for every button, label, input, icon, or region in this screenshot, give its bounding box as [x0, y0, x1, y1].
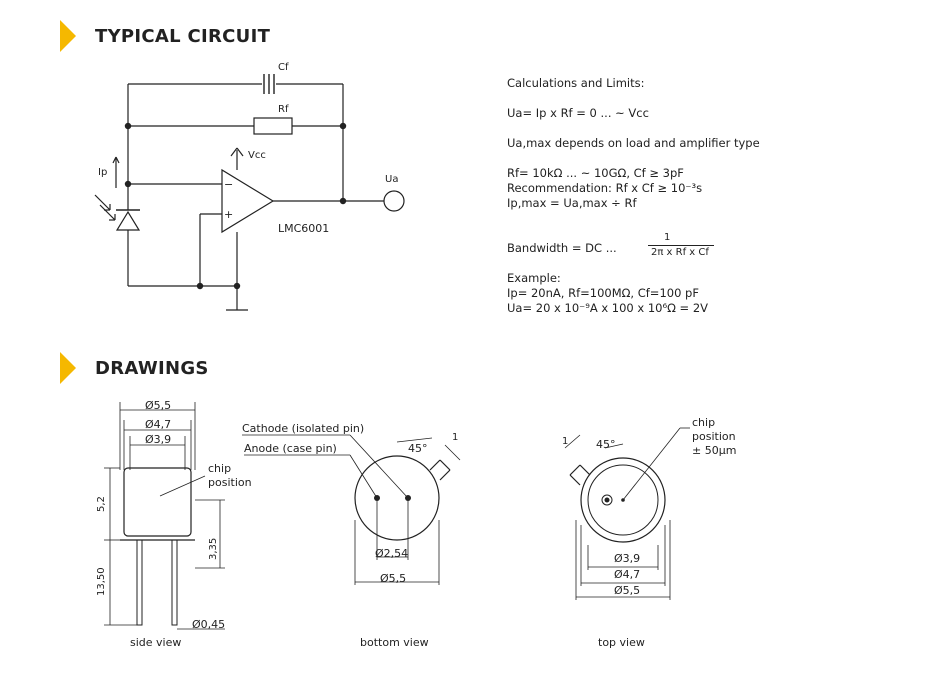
bandwidth-label: Bandwidth = DC ...: [507, 241, 617, 255]
side-h335: 3,35: [208, 538, 219, 560]
yellow-arrow-icon: [60, 20, 76, 52]
cf-label: Cf: [278, 62, 289, 73]
side-d47: Ø4,7: [145, 418, 171, 431]
side-h1350: 13,50: [96, 567, 107, 596]
top-one: 1: [562, 436, 568, 447]
top-d55: Ø5,5: [614, 584, 640, 597]
anode-label: Anode (case pin): [244, 442, 337, 455]
side-d55: Ø5,5: [145, 399, 171, 412]
section-title: TYPICAL CIRCUIT: [95, 26, 271, 47]
calc-heading: Calculations and Limits:: [507, 76, 645, 90]
svg-text:−: −: [224, 178, 233, 191]
side-view-drawing: Ø5,5 Ø4,7 Ø3,9 chip position 5,2 13,50 3…: [96, 399, 252, 649]
opamp-label: LMC6001: [278, 222, 329, 235]
bandwidth-denominator: 2π x Rf x Cf: [651, 247, 709, 258]
top-caption: top view: [598, 636, 645, 649]
rf-label: Rf: [278, 104, 289, 115]
top-d39: Ø3,9: [614, 552, 640, 565]
bottom-angle: 45°: [408, 442, 428, 455]
side-caption: side view: [130, 636, 181, 649]
side-position: position: [208, 476, 252, 489]
calc-line: Ip,max = Ua,max ÷ Rf: [507, 196, 637, 210]
yellow-arrow-icon: [60, 352, 76, 384]
side-h52: 5,2: [96, 496, 107, 512]
circuit-diagram: − + Cf Rf Vcc Ip Ua LMC6001: [94, 62, 405, 311]
top-d47: Ø4,7: [614, 568, 640, 581]
top-angle: 45°: [596, 438, 616, 451]
bottom-one: 1: [452, 432, 458, 443]
cathode-label: Cathode (isolated pin): [242, 422, 364, 435]
ua-label: Ua: [385, 174, 398, 185]
calc-line: Recommendation: Rf x Cf ≥ 10⁻³s: [507, 181, 703, 195]
top-position: position: [692, 430, 736, 443]
vcc-label: Vcc: [248, 150, 266, 161]
fraction-bar: [648, 245, 714, 246]
top-tolerance: ± 50μm: [692, 444, 736, 457]
svg-text:+: +: [224, 208, 233, 221]
top-chip: chip: [692, 416, 715, 429]
example-line: Ip= 20nA, Rf=100MΩ, Cf=100 pF: [507, 286, 699, 300]
section-title: DRAWINGS: [95, 358, 209, 379]
bottom-d55: Ø5,5: [380, 572, 406, 585]
calc-line: Rf= 10kΩ ... ~ 10GΩ, Cf ≥ 3pF: [507, 166, 684, 180]
ip-label: Ip: [98, 167, 107, 178]
calc-line: Ua,max depends on load and amplifier typ…: [507, 136, 760, 150]
bottom-caption: bottom view: [360, 636, 429, 649]
example-heading: Example:: [507, 271, 561, 285]
side-d39: Ø3,9: [145, 433, 171, 446]
side-chip: chip: [208, 462, 231, 475]
example-line: Ua= 20 x 10⁻⁹A x 100 x 10⁶Ω = 2V: [507, 301, 709, 315]
bottom-d254: Ø2,54: [375, 547, 408, 560]
side-d045: Ø0,45: [192, 618, 225, 631]
calc-line: Ua= Ip x Rf = 0 ... ~ Vcc: [507, 106, 649, 120]
bandwidth-numerator: 1: [664, 232, 671, 243]
bottom-view-drawing: Cathode (isolated pin) Anode (case pin) …: [242, 422, 461, 649]
top-view-drawing: chip position ± 50μm 45° 1 Ø3,9 Ø4,7 Ø5,…: [562, 416, 736, 649]
